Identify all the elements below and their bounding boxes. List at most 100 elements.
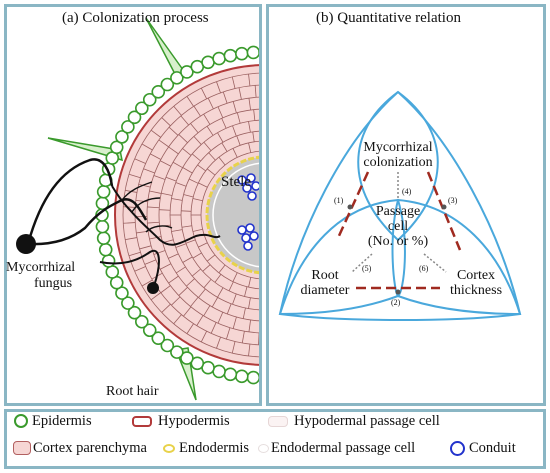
conduit-cell (245, 223, 255, 233)
epidermis-swatch-icon (14, 414, 28, 428)
endodermis-swatch-icon (163, 444, 175, 453)
cortex-line2: thickness (449, 283, 503, 298)
relation-5-line (351, 253, 373, 273)
venn-right (391, 198, 522, 316)
passage-line3: (No. or %) (367, 234, 429, 249)
legend-hypodermis: Hypodermis (158, 413, 230, 429)
epidermis-cell (142, 323, 157, 338)
epidermis-cell (246, 370, 259, 385)
venn-outline (279, 91, 521, 321)
root-line2: diameter (300, 283, 350, 298)
intersection-dots (347, 204, 447, 295)
endodermal-passage-swatch-icon (258, 444, 269, 453)
epidermis-cell (142, 92, 157, 107)
epidermis-cell (115, 130, 129, 144)
epidermis-cell (180, 351, 194, 365)
conduit-swatch-icon (450, 441, 465, 456)
epidermis-cell (151, 85, 166, 99)
cortex-swatch-icon (13, 441, 31, 455)
epidermis-cell (121, 296, 135, 310)
hypha-3 (111, 185, 221, 246)
venn-diagram (278, 90, 522, 321)
conduit-cell (241, 233, 251, 243)
relation-1-number: (1) (334, 196, 344, 205)
conduit-cell (243, 241, 253, 251)
panel-a-title: (a) Colonization process (62, 10, 209, 26)
hypodermal-passage-swatch-icon (268, 416, 288, 427)
passage-cell-label: Passage cell (No. or %) (353, 204, 443, 249)
epidermis-cell (223, 367, 238, 382)
conduit-cell (237, 225, 247, 235)
epidermis-cell (160, 338, 175, 353)
relation-6-line (423, 253, 447, 273)
epidermis-cell (98, 242, 113, 257)
epidermis-cell (180, 65, 194, 79)
myco-line2: colonization (363, 155, 433, 170)
relation-6-number: (6) (419, 264, 429, 273)
conduit-cell (249, 231, 259, 241)
epidermis-cell (127, 110, 142, 125)
hypha-2 (27, 198, 148, 246)
epidermis-cell (127, 305, 142, 320)
epidermis-cell (135, 101, 149, 116)
panel-b-title: (b) Quantitative relation (316, 10, 461, 26)
root-line1: Root (311, 268, 339, 283)
relation-1-line (336, 171, 370, 239)
epidermis-cell (109, 140, 124, 155)
epidermis-cell (201, 55, 215, 70)
passage-line1: Passage (375, 204, 421, 219)
fungal-spore-small (147, 282, 159, 294)
epidermis-cell (101, 254, 116, 268)
hypha-4 (99, 249, 160, 287)
conduit-cell (246, 173, 256, 183)
legend-hypodermal-passage-cell: Hypodermal passage cell (294, 413, 440, 429)
epidermis-cell (235, 46, 249, 61)
epidermis-cell (190, 356, 205, 371)
relation-3-number: (3) (448, 196, 458, 205)
cortex-line1: Cortex (456, 268, 496, 283)
epidermis-cell (246, 45, 259, 60)
relation-2-number: (2) (391, 298, 401, 307)
legend-epidermis: Epidermis (32, 413, 92, 429)
venn-top (357, 90, 439, 242)
conduit-cell (242, 183, 252, 193)
negative-relations (336, 171, 462, 290)
relation-5-number: (5) (362, 264, 372, 273)
conduits (237, 173, 259, 251)
root-diameter-label: Root diameter (290, 268, 360, 298)
hypha-1 (26, 158, 114, 245)
conduit-cell (237, 175, 247, 185)
dotted-relations (351, 172, 447, 273)
epidermis-cell (96, 185, 111, 199)
epidermis-cell (96, 231, 111, 245)
epidermis-cell (115, 286, 129, 300)
epidermis-cell (105, 265, 120, 279)
venn-left (278, 198, 406, 316)
hypodermis-swatch-icon (132, 416, 152, 427)
quantitative-panel (266, 4, 546, 406)
legend-conduit: Conduit (469, 440, 516, 456)
conduit-cell (247, 191, 257, 201)
epidermis-cell (135, 314, 149, 329)
fungus-label-line2: fungus (34, 276, 73, 291)
fungus-label-line1: Mycorrhizal (6, 260, 76, 275)
epidermis-cell (223, 48, 238, 63)
epidermis-cell (170, 345, 184, 359)
epidermis-ring (95, 45, 259, 385)
relation-4-number: (4) (402, 187, 412, 196)
epidermis-cell (258, 374, 259, 382)
myco-line1: Mycorrhizal (363, 140, 433, 155)
passage-line2: cell (387, 219, 409, 234)
stele-label: Stele (221, 174, 251, 190)
epidermis-cell (160, 77, 175, 92)
epidermis-cell (258, 48, 259, 56)
legend-endodermal-passage-cell: Endodermal passage cell (271, 440, 416, 456)
hypha-branches (121, 181, 173, 233)
mycorrhizal-colonization-label: Mycorrhizal colonization (348, 140, 448, 170)
epidermis-cell (121, 120, 135, 134)
legend-endodermis: Endodermis (179, 440, 250, 456)
epidermis-cell (170, 71, 184, 85)
root-hair-left (47, 137, 123, 162)
